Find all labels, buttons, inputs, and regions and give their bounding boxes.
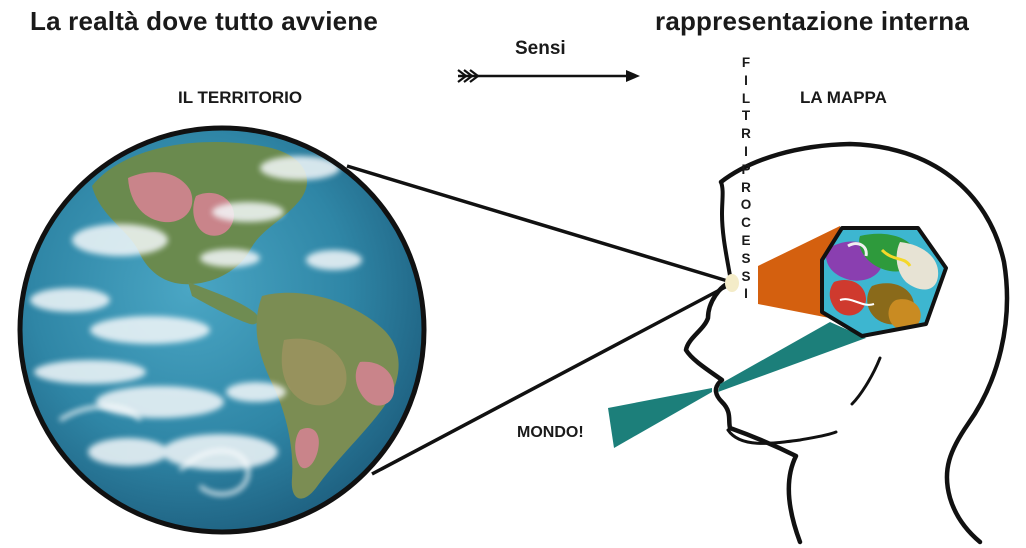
title-internal-representation: rappresentazione interna [655, 6, 969, 36]
vertical-letter: I [744, 72, 748, 88]
internal-map-icon [820, 226, 948, 338]
voice-beam-outer [608, 388, 712, 448]
head-outline [683, 141, 1010, 545]
vertical-letter: I [744, 286, 748, 302]
ear-outline [850, 356, 882, 406]
vertical-letter: E [741, 232, 751, 248]
vertical-letter: O [740, 197, 752, 213]
chin-line [726, 428, 838, 445]
vertical-letter: C [741, 215, 751, 231]
label-senses: Sensi [515, 38, 566, 59]
voice-beam-inner [718, 322, 866, 392]
vertical-letter: T [741, 108, 751, 124]
head-forehead [719, 180, 733, 284]
earth-globe-icon [17, 125, 427, 535]
vertical-letter: S [741, 268, 751, 284]
vertical-letter: P [741, 161, 751, 177]
vertical-letter: R [741, 179, 751, 195]
ray-bottom [371, 282, 732, 476]
vertical-letter: R [741, 126, 751, 142]
vertical-letter: S [741, 250, 751, 266]
filters-processes-vertical-text: F I L T R I P R O C E S S I [736, 54, 756, 303]
label-territory: IL TERRITORIO [178, 88, 303, 107]
label-map: LA MAPPA [800, 88, 887, 107]
eye [725, 274, 739, 292]
ray-top [346, 164, 732, 284]
vertical-letter: I [744, 143, 748, 159]
vertical-letter: F [741, 55, 751, 70]
vertical-letter: L [741, 90, 751, 106]
label-world: MONDO! [517, 424, 584, 441]
title-reality: La realtà dove tutto avviene [30, 6, 379, 36]
senses-arrow [457, 69, 640, 83]
